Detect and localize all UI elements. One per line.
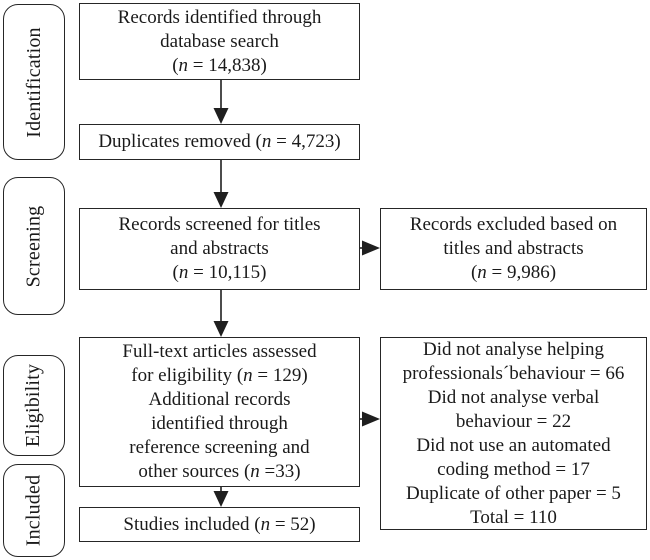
box-text-line: and abstracts bbox=[170, 238, 269, 259]
box-fulltext-assessed: Full-text articles assessed for eligibili… bbox=[79, 337, 360, 487]
stage-label-text: Screening bbox=[22, 205, 45, 287]
stage-label-screening: Screening bbox=[3, 177, 65, 315]
box-text-line: Duplicates removed (n = 4,723) bbox=[98, 131, 341, 152]
arrow-duplicates-to-screened bbox=[213, 160, 229, 208]
arrow-identified-to-duplicates bbox=[213, 80, 229, 124]
stage-label-identification: Identification bbox=[3, 4, 65, 160]
arrow-fulltext-to-reasons bbox=[360, 411, 380, 427]
box-text-line: Studies included (n = 52) bbox=[123, 513, 316, 535]
stage-label-text: Eligibility bbox=[22, 363, 45, 448]
box-text-line: (n = 14,838) bbox=[172, 54, 267, 76]
box-text-line: Did not use an automated bbox=[416, 434, 611, 456]
box-text-line: Total = 110 bbox=[470, 506, 557, 528]
box-duplicates-removed: Duplicates removed (n = 4,723) bbox=[79, 124, 360, 160]
box-text-line: identified through bbox=[151, 413, 288, 434]
box-text-line: (n = 10,115) bbox=[172, 262, 267, 283]
box-text-line: other sources (n =33) bbox=[138, 461, 301, 482]
box-text-line: behaviour = 22 bbox=[455, 410, 572, 432]
box-text-line: coding method = 17 bbox=[437, 458, 590, 480]
stage-label-text: Identification bbox=[22, 26, 45, 138]
box-text-line: (n = 9,986) bbox=[470, 262, 557, 283]
box-records-screened: Records screened for titles and abstracts… bbox=[79, 208, 360, 290]
box-text-line: Additional records bbox=[148, 389, 291, 410]
box-records-excluded: Records excluded based on titles and abst… bbox=[380, 208, 647, 290]
box-text-line: titles and abstracts bbox=[443, 238, 584, 259]
box-text-line: Records screened for titles bbox=[118, 214, 321, 235]
box-text-line: Records identified through bbox=[117, 6, 322, 28]
arrow-screened-to-fulltext bbox=[213, 290, 229, 337]
stage-label-eligibility: Eligibility bbox=[3, 355, 65, 456]
stage-label-text: Included bbox=[22, 474, 45, 547]
arrow-fulltext-to-included bbox=[213, 487, 229, 507]
box-studies-included: Studies included (n = 52) bbox=[79, 507, 360, 542]
box-text-line: Records excluded based on bbox=[409, 214, 618, 235]
stage-label-included: Included bbox=[3, 464, 65, 557]
box-text-line: Full-text articles assessed bbox=[122, 341, 317, 362]
box-text-line: Did not analyse helping bbox=[423, 338, 604, 360]
box-text-line: reference screening and bbox=[129, 437, 310, 458]
box-text-line: for eligibility (n = 129) bbox=[131, 365, 308, 386]
box-text-line: professionals´behaviour = 66 bbox=[402, 362, 625, 384]
box-text-line: Duplicate of other paper = 5 bbox=[406, 482, 621, 504]
box-text-line: database search bbox=[160, 30, 279, 52]
box-text-line: Did not analyse verbal bbox=[427, 386, 600, 408]
arrow-screened-to-excluded bbox=[360, 240, 380, 256]
